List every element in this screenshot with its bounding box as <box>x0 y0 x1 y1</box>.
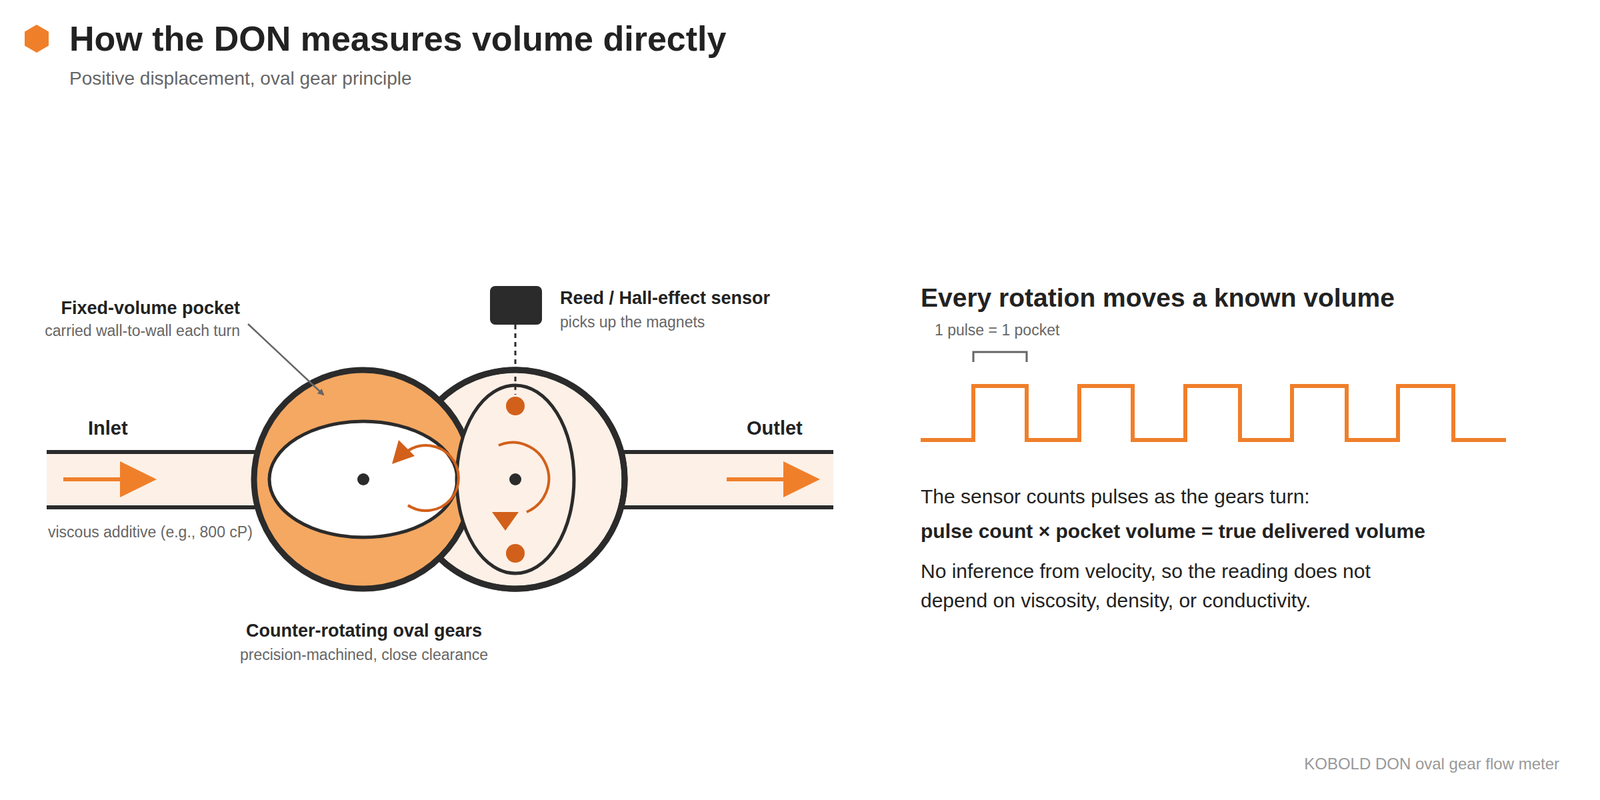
callout-title: Reed / Hall-effect sensor <box>560 287 770 309</box>
callout-note: precision-machined, close clearance <box>240 646 488 665</box>
callout-note: carried wall-to-wall each turn <box>44 322 240 341</box>
formula-text: pulse count × pocket volume = true deliv… <box>920 519 1426 544</box>
rotation-arrow-head <box>392 440 415 464</box>
rotation-arrow-head <box>492 512 519 531</box>
rotation-arrow <box>498 442 549 512</box>
subtitle: Positive displacement, oval gear princip… <box>69 67 412 90</box>
callout-note: picks up the magnets <box>560 313 705 332</box>
oval-gear-right <box>456 385 574 574</box>
gear-axis <box>509 473 522 486</box>
gear-axis <box>357 473 370 486</box>
flow-arrow-head <box>120 461 157 498</box>
page-title: How the DON measures volume directly <box>69 18 726 60</box>
flow-arrow-head <box>783 461 820 498</box>
hexagon-icon <box>24 24 49 53</box>
bracket-label: 1 pulse = 1 pocket <box>934 321 1060 340</box>
rotation-arrow <box>408 445 459 511</box>
chamber-left <box>254 370 473 589</box>
body-text: The sensor counts pulses as the gears tu… <box>920 484 1310 509</box>
pulse-waveform <box>920 386 1506 440</box>
sensor-box <box>490 286 542 325</box>
port-label: Outlet <box>746 416 803 440</box>
section-heading: Every rotation moves a known volume <box>920 282 1395 314</box>
magnet <box>506 396 525 416</box>
fluid-note: viscous additive (e.g., 800 cP) <box>48 523 253 542</box>
chamber-right-edge <box>439 370 625 589</box>
port-label: Inlet <box>88 416 128 440</box>
pulse-bracket <box>973 352 1027 362</box>
sensor-line <box>514 324 517 395</box>
flow-arrow <box>726 477 787 482</box>
footer-note: KOBOLD DON oval gear flow meter <box>1304 754 1560 774</box>
callout-title: Fixed-volume pocket <box>60 297 240 319</box>
flow-arrow <box>63 477 124 482</box>
leader-line <box>248 324 324 395</box>
body-text: No inference from velocity, so the readi… <box>920 556 1401 616</box>
magnet <box>506 544 525 563</box>
oval-gear-left <box>269 421 458 538</box>
callout-title: Counter-rotating oval gears <box>246 620 482 642</box>
